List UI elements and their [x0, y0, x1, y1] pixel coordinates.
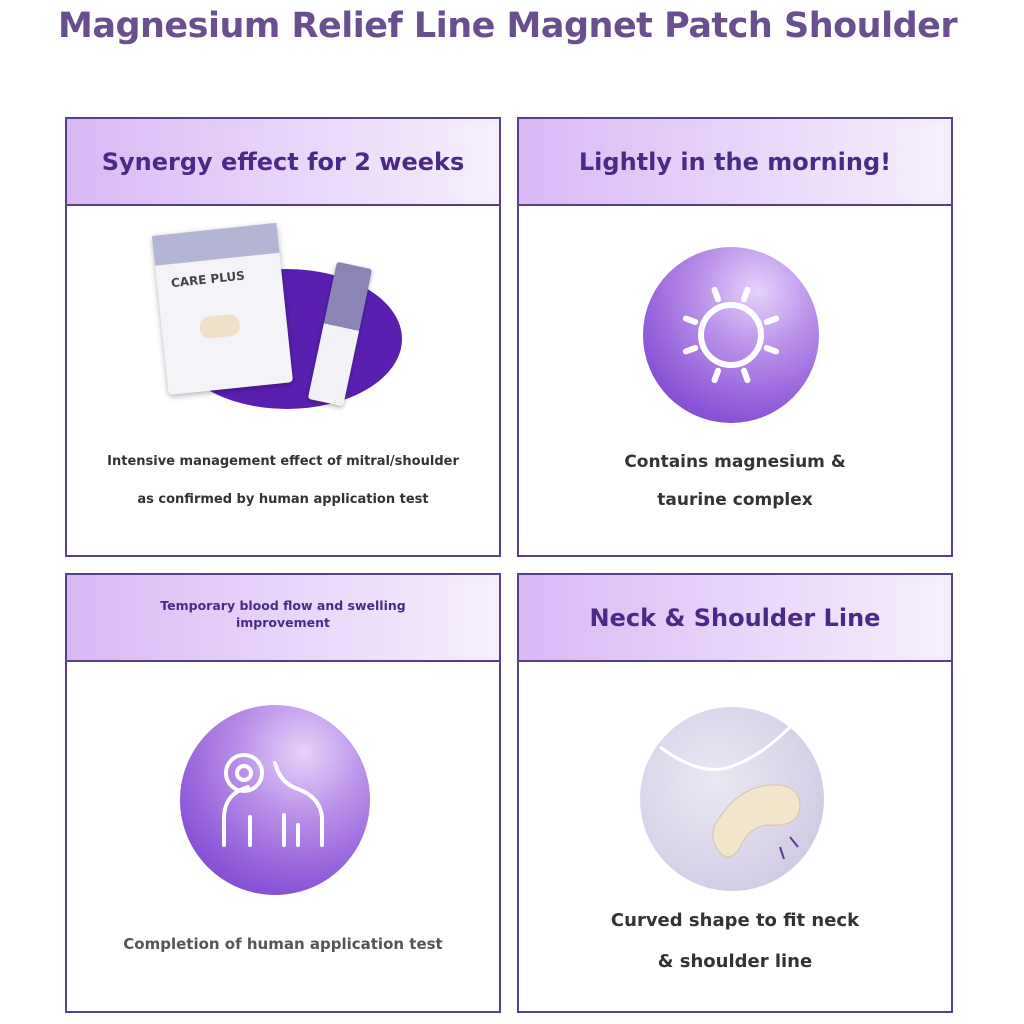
page-title: Magnesium Relief Line Magnet Patch Shoul… [58, 6, 958, 46]
shoulder-icon [222, 753, 324, 847]
card-header-line2: improvement [235, 615, 330, 630]
card-caption-line1: Contains magnesium & [624, 452, 846, 472]
sun-icon [682, 286, 780, 384]
card-blood-flow: Temporary blood flow and swelling improv… [65, 573, 501, 1013]
patch-icon [659, 725, 801, 860]
card-caption-line1: Intensive management effect of mitral/sh… [107, 454, 459, 469]
card-neck-shoulder: Neck & Shoulder Line Curved shape to fit… [517, 573, 953, 1013]
product-image: CARE PLUS [151, 222, 422, 429]
card-header-line1: Temporary blood flow and swelling [160, 598, 406, 613]
card-caption-line1: Completion of human application test [123, 935, 443, 953]
product-pouch: CARE PLUS [151, 222, 294, 396]
card-morning: Lightly in the morning! Contains magnesi… [517, 117, 953, 557]
card-caption-line2: as confirmed by human application test [137, 492, 429, 507]
card-header: Synergy effect for 2 weeks [67, 119, 499, 206]
card-header: Neck & Shoulder Line [519, 575, 951, 662]
card-caption-line1: Curved shape to fit neck [610, 910, 860, 931]
card-caption-line2: taurine complex [657, 490, 813, 510]
card-synergy: Synergy effect for 2 weeks CARE PLUS Int… [65, 117, 501, 557]
sun-badge [643, 247, 819, 423]
card-caption-line2: & shoulder line [657, 951, 813, 972]
card-header: Temporary blood flow and swelling improv… [67, 575, 499, 662]
patch-illustration [640, 707, 824, 891]
card-header: Lightly in the morning! [519, 119, 951, 206]
shoulder-badge [180, 705, 370, 895]
